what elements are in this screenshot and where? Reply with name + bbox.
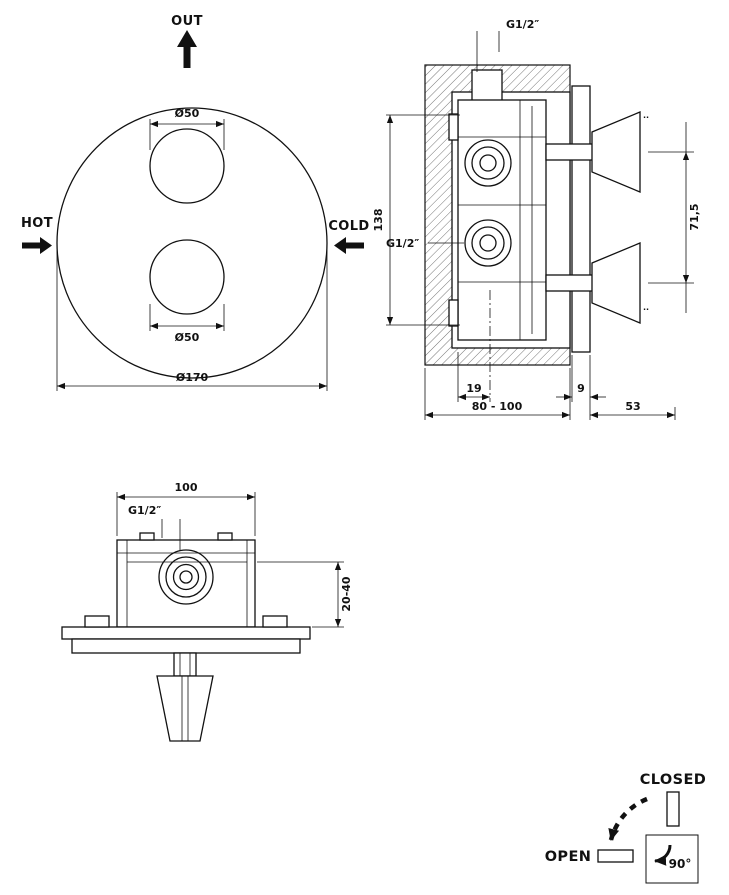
hot-label: HOT [21,216,53,231]
outlet-port [158,549,214,605]
handle-bottom-view [156,652,214,742]
angle-label: 90° [669,857,692,871]
out-arrow-icon [177,30,197,68]
handle-hole-bottom [149,239,225,315]
dim-depth-min-label: 19 [466,382,481,395]
section-view-dimension-lines [386,31,694,420]
handle-top-section [591,111,641,193]
handle-open-position [597,849,634,863]
faceplate-circle [56,107,328,379]
wall-plate-flange [71,638,301,654]
cartridge-top [464,139,512,187]
cold-label: COLD [328,219,369,234]
handle-stem-bottom [545,274,594,292]
bottom-view: 100 G1/2″ 20-40 [61,481,353,742]
dim-outer-label: Ø170 [176,371,209,384]
out-label: OUT [171,14,203,29]
section-view: G1/2″ 138 G1/2″ 71,5 .. .. 19 80 - 100 9… [372,18,701,420]
bottom-view-body [116,532,256,628]
inlet-pipe-top [471,69,503,103]
dim-width-label: 100 [175,481,198,494]
tick-bottom-label: .. [643,303,649,312]
wall-plate-section [571,85,591,353]
front-view-dimension-lines [56,119,328,391]
screw-boss-right [262,615,288,628]
handle-closed-position [666,791,680,827]
cold-arrow-icon [334,237,364,254]
rotation-box [645,834,699,884]
handle-bottom-section [591,242,641,324]
dim-adjust-label: 20-40 [340,576,353,612]
tick-top-label: .. [643,111,649,120]
open-label: OPEN [545,849,592,865]
dim-g12-side-label: G1/2″ [386,237,419,250]
dim-g12-top-label: G1/2″ [506,18,539,31]
closed-label: CLOSED [640,772,706,788]
dim-g12-bottom-label: G1/2″ [128,504,161,517]
front-view: OUT HOT COLD Ø50 Ø50 Ø170 [21,14,369,391]
handle-hole-top [149,128,225,204]
dim-wall-label: 80 - 100 [472,400,523,413]
dim-hole-bottom-label: Ø50 [175,331,200,344]
screw-boss-left [84,615,110,628]
cartridge-bottom [464,219,512,267]
dim-handles-label: 71,5 [688,203,701,230]
travel-arc-icon [608,796,648,841]
dim-height-label: 138 [372,209,385,232]
valve-body-section [448,99,547,341]
dim-plate-label: 9 [577,382,585,395]
dim-hole-top-label: Ø50 [175,107,200,120]
wall-plate-top [61,626,311,640]
dim-protrusion-label: 53 [625,400,640,413]
rotation-arrow-icon [654,844,672,866]
operation-diagram: CLOSED 90° OPEN [545,772,706,884]
hot-arrow-icon [22,237,52,254]
bottom-view-dimension-lines [116,492,344,628]
handle-stem-top [545,143,594,161]
front-view-outline [56,107,328,379]
